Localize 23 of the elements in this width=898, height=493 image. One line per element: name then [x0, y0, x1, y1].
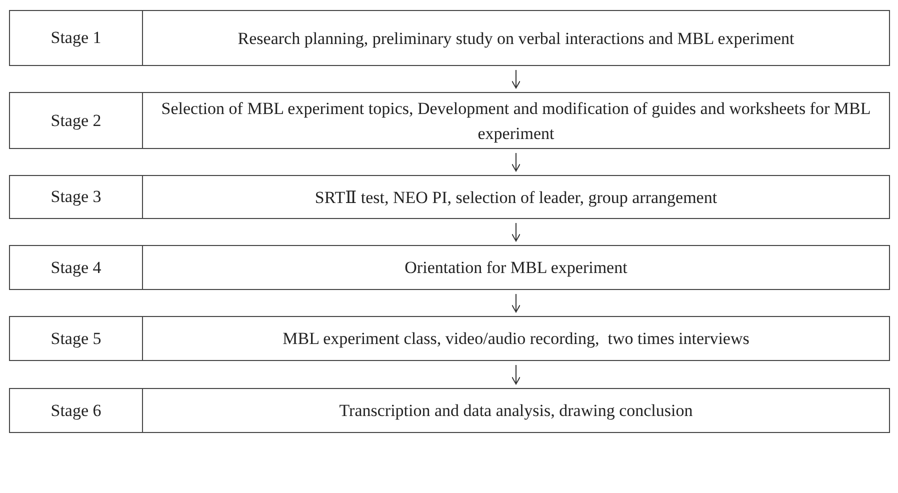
- stage-label: Stage 6: [10, 389, 143, 432]
- stage-label: Stage 1: [10, 11, 143, 65]
- stage-row: [9, 388, 890, 433]
- stage-label: Stage 3: [10, 176, 143, 218]
- stage-label: Stage 4: [10, 246, 143, 289]
- stage-row: [9, 316, 890, 361]
- stage-description: Research planning, preliminary study on verbal interactions and MBL experiment: [236, 28, 796, 50]
- stage-description: MBL experiment class, video/audio recording, two times interviews: [282, 328, 750, 350]
- stage-row: [9, 245, 890, 290]
- stage-description: Orientation for MBL experiment: [404, 257, 628, 279]
- stage-row: [9, 175, 890, 219]
- arrow: [512, 152, 520, 172]
- stage-description: Selection of MBL experiment topics, Development and modification of guides and worksheets for MBL experiment: [160, 98, 872, 145]
- arrow: [512, 222, 520, 242]
- arrow: [512, 364, 520, 384]
- stage-row: [9, 10, 890, 66]
- stage-row: [9, 92, 890, 149]
- stage-label: Stage 2: [10, 93, 143, 148]
- stage-description: SRTⅡ test, NEO PI, selection of leader, group arrangement: [314, 186, 718, 209]
- arrow: [512, 294, 520, 312]
- stage-description: Transcription and data analysis, drawing conclusion: [338, 400, 694, 422]
- stage-label: Stage 5: [10, 317, 143, 360]
- arrow: [512, 70, 520, 88]
